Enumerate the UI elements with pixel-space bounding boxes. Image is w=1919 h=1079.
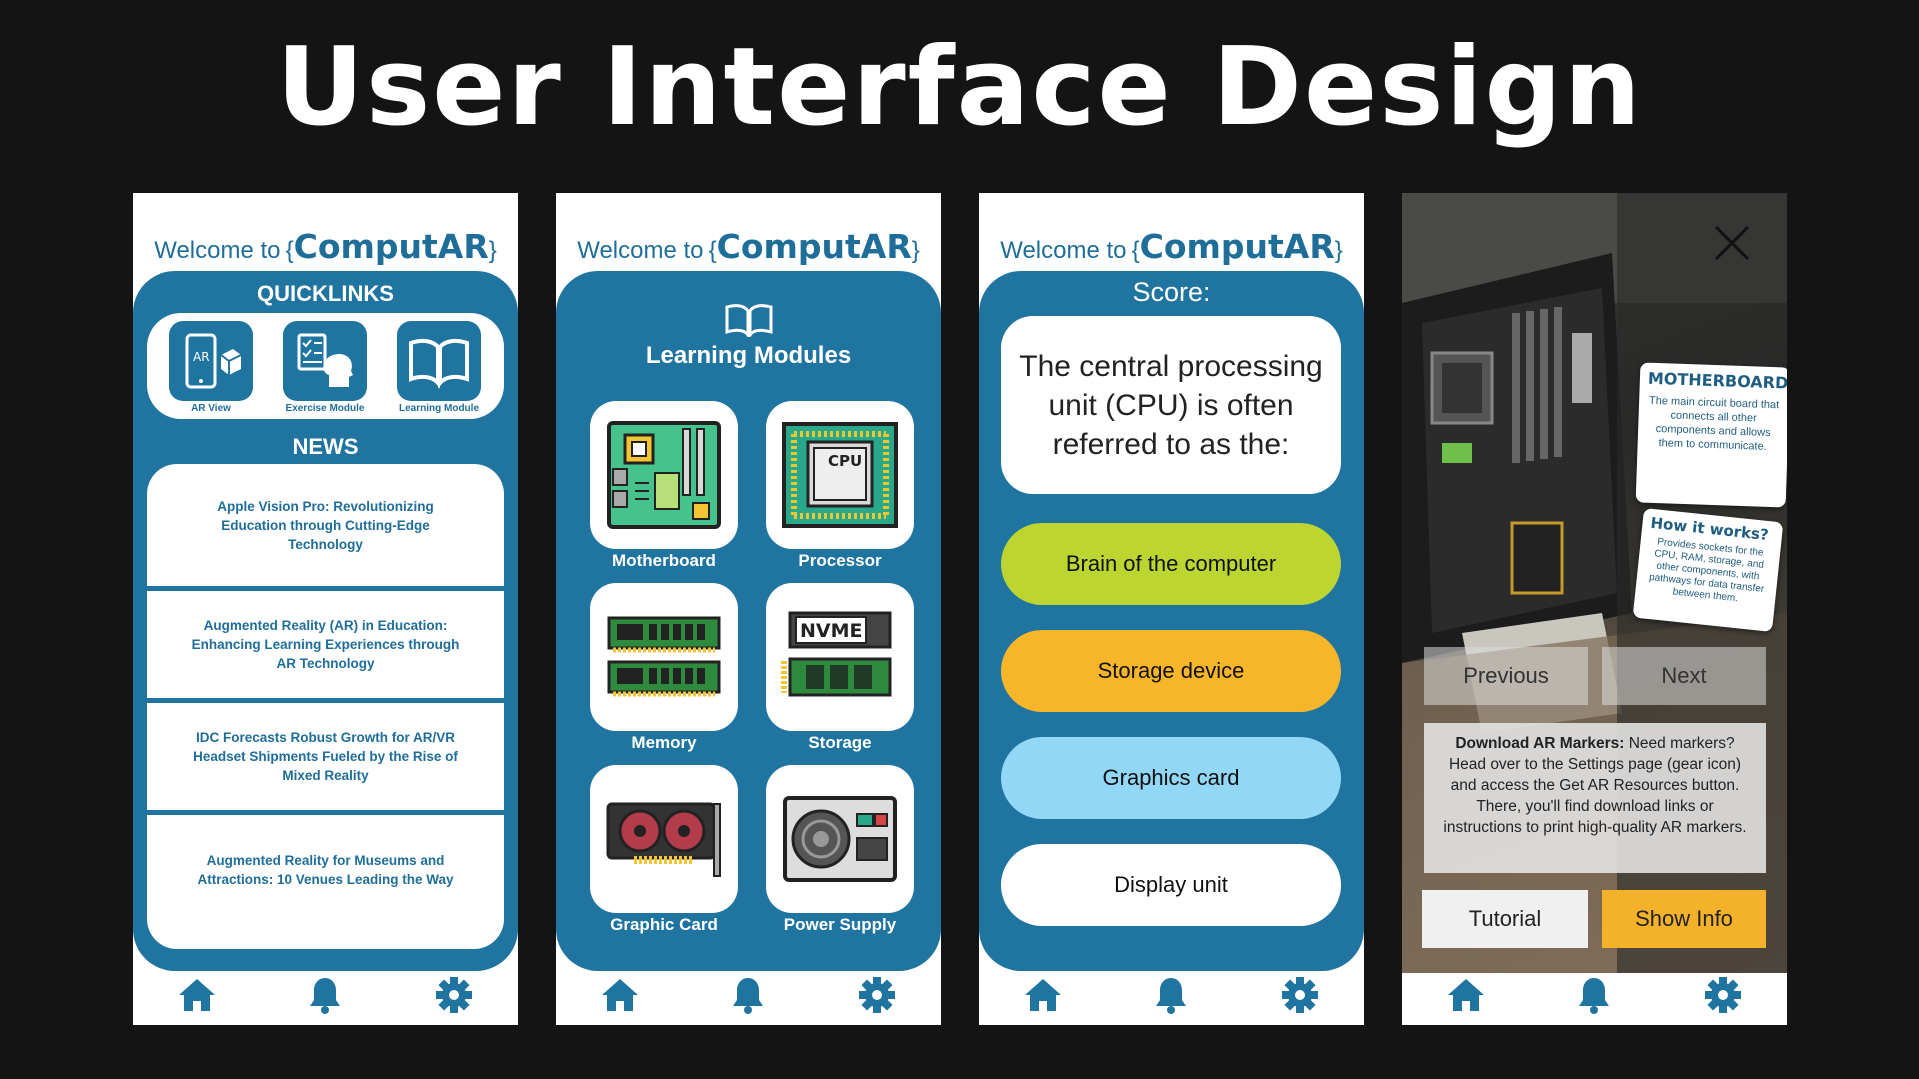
quicklink-label: Learning Module (399, 403, 479, 414)
welcome-text: Welcome to (154, 237, 281, 264)
news-item[interactable]: IDC Forecasts Robust Growth for AR/VR He… (147, 703, 504, 810)
how-card-text: Provides sockets for the CPU, RAM, stora… (1648, 536, 1765, 605)
news-item[interactable]: Augmented Reality (AR) in Education: Enh… (147, 591, 504, 698)
brace-open: { (285, 237, 294, 264)
learning-heading: Learning Modules (645, 342, 852, 369)
close-icon[interactable] (1712, 223, 1752, 267)
module-power-supply[interactable]: Power Supply (766, 765, 914, 935)
home-icon[interactable] (1013, 970, 1073, 1020)
answer-option[interactable]: Graphics card (1001, 737, 1341, 819)
quiz-panel: Score: The central processing unit (CPU)… (979, 271, 1364, 971)
module-processor[interactable]: CPU Processor (766, 401, 914, 571)
screen-quiz: Welcome to {ComputAR} Score: The central… (979, 193, 1364, 1025)
cpu-icon: CPU (766, 401, 914, 549)
news-list: Apple Vision Pro: Revolutionizing Educat… (147, 464, 504, 954)
module-label: Memory (631, 733, 697, 752)
tutorial-button[interactable]: Tutorial (1422, 890, 1588, 948)
download-markers-title: Download AR Markers: (1455, 735, 1625, 752)
bottom-nav (1402, 965, 1787, 1025)
question-text: The central processing unit (CPU) is oft… (1001, 316, 1341, 494)
nvme-icon: NVME (766, 583, 914, 731)
home-icon[interactable] (1436, 970, 1496, 1020)
module-memory[interactable]: Memory (590, 583, 738, 753)
bell-icon[interactable] (295, 970, 355, 1020)
quicklinks-box: AR AR View Exercise Module Learning Modu… (147, 313, 504, 419)
module-label: Processor (798, 551, 882, 570)
next-button[interactable]: Next (1602, 647, 1766, 705)
show-info-button[interactable]: Show Info (1602, 890, 1766, 948)
screen-learning: Welcome to {ComputAR} Learning Modules M… (556, 193, 941, 1025)
bell-icon[interactable] (1141, 970, 1201, 1020)
module-storage[interactable]: NVME Storage (766, 583, 914, 753)
module-label: Graphic Card (610, 915, 718, 934)
brand-name: ComputAR (1139, 227, 1335, 266)
gear-icon[interactable] (424, 970, 484, 1020)
open-book-icon (397, 321, 481, 401)
psu-icon (766, 765, 914, 913)
bottom-nav (556, 965, 941, 1025)
ar-camera-view: MOTHERBOARD The main circuit board that … (1402, 193, 1787, 973)
learning-panel: Learning Modules Motherboard CPU Process… (556, 271, 941, 971)
gear-icon[interactable] (1693, 970, 1753, 1020)
ram-icon (590, 583, 738, 731)
info-card-how: How it works? Provides sockets for the C… (1632, 507, 1784, 633)
welcome-text: Welcome to (1000, 237, 1127, 264)
welcome-header: Welcome to {ComputAR} (979, 227, 1364, 266)
home-icon[interactable] (167, 970, 227, 1020)
score-label: Score: (1132, 277, 1211, 307)
answer-option[interactable]: Brain of the computer (1001, 523, 1341, 605)
news-item[interactable]: Augmented Reality for Museums and Attrac… (147, 815, 504, 949)
answer-option[interactable]: Display unit (1001, 844, 1341, 926)
answer-option[interactable]: Storage device (1001, 630, 1341, 712)
ar-phone-icon: AR (169, 321, 253, 401)
cpu-icon-text: CPU (828, 452, 862, 470)
nvme-icon-text: NVME (800, 620, 863, 642)
screen-ar: MOTHERBOARD The main circuit board that … (1402, 193, 1787, 1025)
news-item[interactable]: Apple Vision Pro: Revolutionizing Educat… (147, 464, 504, 586)
brand-name: ComputAR (716, 227, 912, 266)
screen-home: Welcome to {ComputAR} QUICKLINKS AR AR V… (133, 193, 518, 1025)
page-title: User Interface Design (276, 25, 1643, 150)
news-heading: NEWS (292, 434, 359, 459)
bottom-nav (979, 965, 1364, 1025)
quicklink-label: Exercise Module (285, 403, 365, 414)
info-card-text: The main circuit board that connects all… (1648, 394, 1780, 453)
bell-icon[interactable] (718, 970, 778, 1020)
brace-open: { (1131, 237, 1140, 264)
welcome-header: Welcome to {ComputAR} (556, 227, 941, 266)
svg-text:AR: AR (193, 350, 210, 364)
quicklinks-heading: QUICKLINKS (257, 281, 394, 306)
book-icon (556, 303, 941, 341)
quicklink-learning[interactable]: Learning Module (397, 321, 481, 414)
quicklink-ar-view[interactable]: AR AR View (169, 321, 253, 414)
gear-icon[interactable] (847, 970, 907, 1020)
download-markers-text: Need markers? Head over to the Settings … (1443, 735, 1747, 836)
welcome-text: Welcome to (577, 237, 704, 264)
module-label: Motherboard (612, 551, 716, 570)
brace-close: } (488, 237, 497, 264)
welcome-header: Welcome to {ComputAR} (133, 227, 518, 266)
module-label: Storage (808, 733, 872, 752)
module-motherboard[interactable]: Motherboard (590, 401, 738, 571)
info-card-motherboard: MOTHERBOARD The main circuit board that … (1635, 362, 1787, 508)
brace-close: } (911, 237, 920, 264)
home-panel: QUICKLINKS AR AR View Exercise Module Le… (133, 271, 518, 971)
brand-name: ComputAR (293, 227, 489, 266)
quicklink-exercise[interactable]: Exercise Module (283, 321, 367, 414)
brace-close: } (1334, 237, 1343, 264)
bottom-nav (133, 965, 518, 1025)
gpu-icon (590, 765, 738, 913)
checklist-head-icon (283, 321, 367, 401)
motherboard-icon (590, 401, 738, 549)
info-card-title: MOTHERBOARD (1647, 368, 1787, 393)
bell-icon[interactable] (1564, 970, 1624, 1020)
download-markers-notice: Download AR Markers: Need markers? Head … (1424, 723, 1766, 873)
home-icon[interactable] (590, 970, 650, 1020)
module-graphic-card[interactable]: Graphic Card (590, 765, 738, 935)
gear-icon[interactable] (1270, 970, 1330, 1020)
module-label: Power Supply (783, 915, 897, 934)
brace-open: { (708, 237, 717, 264)
quicklink-label: AR View (191, 403, 231, 414)
previous-button[interactable]: Previous (1424, 647, 1588, 705)
